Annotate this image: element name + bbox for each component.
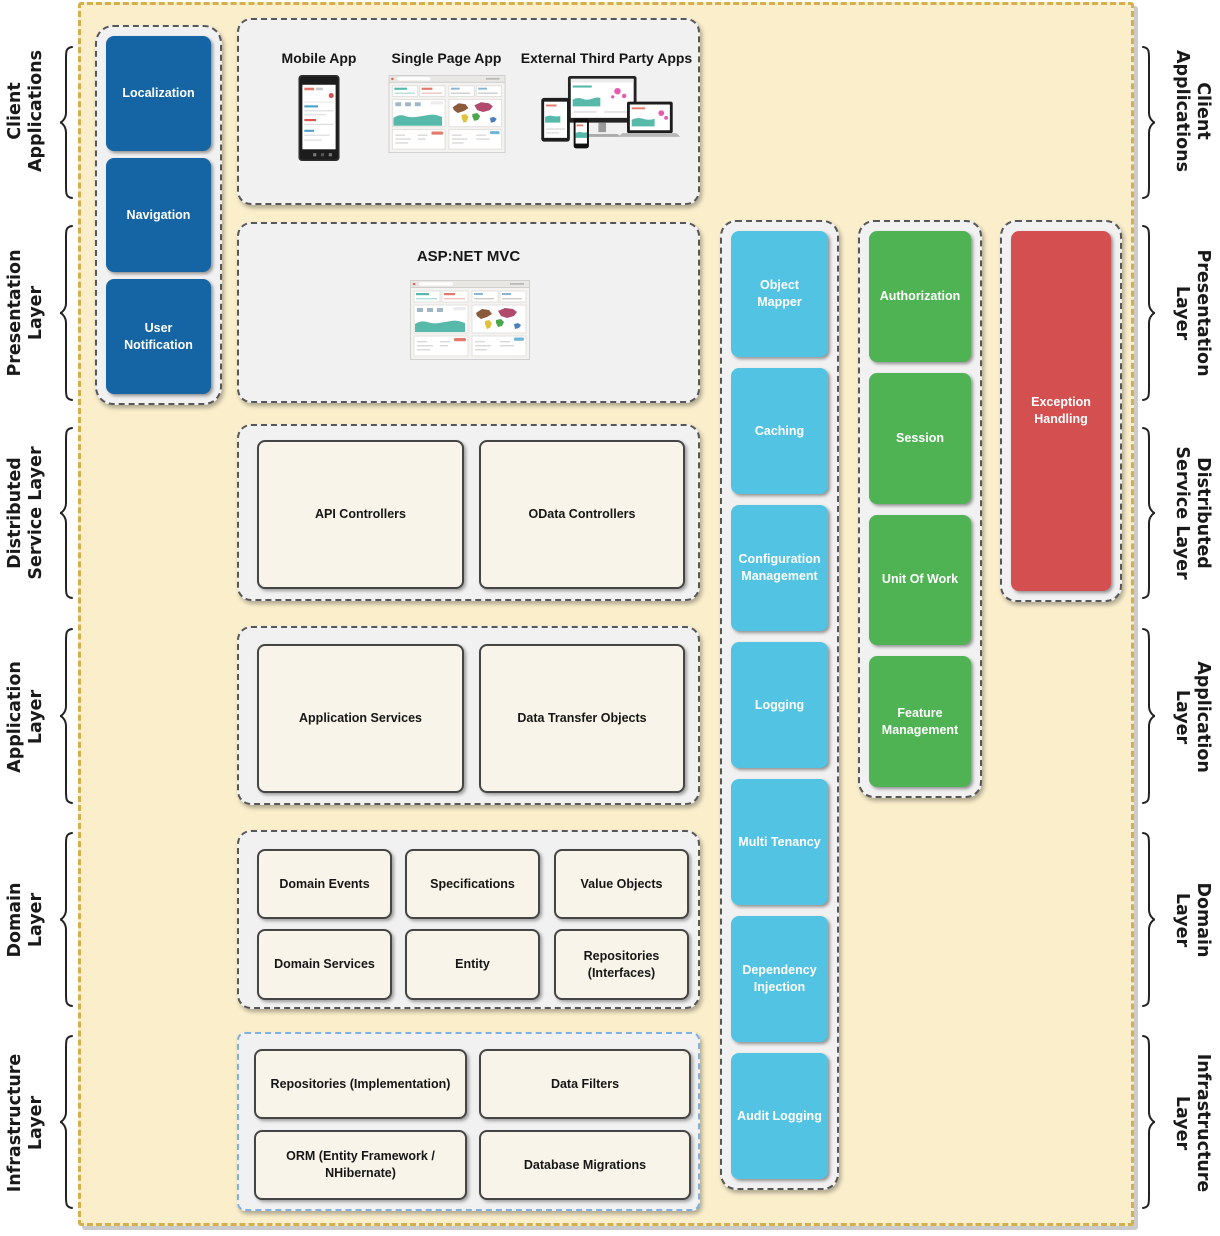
cross-box-configuration-management: Configuration Management: [731, 505, 828, 631]
mobile-app-image: [298, 75, 340, 161]
section-infrastructure: Repositories (Implementation) Data Filte…: [237, 1032, 700, 1211]
aspnet-mvc-image: [410, 280, 530, 360]
box-value-objects: Value Objects: [554, 849, 689, 919]
aspect-box-unit-of-work: Unit Of Work: [869, 514, 971, 646]
right-label-distributed-service-layer: Distributed Service Layer: [1171, 446, 1213, 580]
left-brace-application-layer: [59, 628, 73, 804]
cross-box-dependency-injection: Dependency Injection: [731, 916, 828, 1042]
left-label-client-applications: Client Applications: [5, 49, 47, 173]
right-label-application-layer: Application Layer: [1171, 661, 1213, 773]
left-brace-domain-layer: [59, 832, 73, 1007]
feature-box-user-notification: User Notification: [106, 279, 211, 395]
external-apps-caption: External Third Party Apps: [520, 50, 693, 66]
aspnet-mvc-figure: [410, 280, 530, 365]
cross-cutting-column-panel: Object Mapper Caching Configuration Mana…: [720, 220, 839, 1190]
right-brace-client-applications: [1142, 46, 1156, 199]
box-entity: Entity: [405, 929, 540, 1000]
mobile-app-figure: Mobile App: [259, 50, 379, 161]
external-apps-figure: External Third Party Apps: [520, 50, 693, 155]
cross-box-logging: Logging: [731, 642, 828, 768]
box-database-migrations: Database Migrations: [479, 1130, 691, 1200]
section-presentation: ASP:NET MVC: [237, 222, 700, 403]
box-specifications: Specifications: [405, 849, 540, 919]
cross-box-audit-logging: Audit Logging: [731, 1053, 828, 1179]
section-client-applications: Mobile App: [237, 18, 700, 205]
aspects-column-panel: Authorization Session Unit Of Work Featu…: [858, 220, 982, 798]
right-brace-infrastructure-layer: [1142, 1035, 1156, 1209]
right-label-client-applications: Client Applications: [1171, 49, 1213, 173]
box-exception-handling: Exception Handling: [1011, 231, 1111, 591]
cross-box-multi-tenancy: Multi Tenancy: [731, 779, 828, 905]
right-brace-application-layer: [1142, 628, 1156, 804]
single-page-app-caption: Single Page App: [391, 50, 502, 66]
right-brace-presentation-layer: [1142, 225, 1156, 401]
left-label-application-layer: Application Layer: [5, 661, 47, 773]
left-label-distributed-service-layer: Distributed Service Layer: [5, 446, 47, 580]
right-brace-domain-layer: [1142, 832, 1156, 1007]
left-brace-distributed-service-layer: [59, 427, 73, 599]
section-distributed-service: API Controllers OData Controllers: [237, 424, 700, 601]
cross-box-caching: Caching: [731, 368, 828, 494]
exception-column-panel: Exception Handling: [1000, 220, 1122, 602]
box-orm: ORM (Entity Framework / NHibernate): [254, 1130, 467, 1200]
left-brace-client-applications: [59, 46, 73, 199]
aspect-box-session: Session: [869, 372, 971, 504]
box-application-services: Application Services: [257, 644, 464, 793]
feature-column-panel: Localization Navigation User Notificatio…: [95, 25, 222, 405]
right-label-domain-layer: Domain Layer: [1171, 882, 1213, 958]
section-application: Application Services Data Transfer Objec…: [237, 626, 700, 805]
external-apps-image: [540, 75, 680, 149]
box-api-controllers: API Controllers: [257, 440, 464, 589]
box-odata-controllers: OData Controllers: [479, 440, 685, 589]
right-brace-distributed-service-layer: [1142, 427, 1156, 599]
box-domain-services: Domain Services: [257, 929, 392, 1000]
aspect-box-feature-management: Feature Management: [869, 656, 971, 787]
cross-box-object-mapper: Object Mapper: [731, 231, 828, 357]
box-data-transfer-objects: Data Transfer Objects: [479, 644, 685, 793]
left-brace-presentation-layer: [59, 225, 73, 401]
box-data-filters: Data Filters: [479, 1049, 691, 1119]
box-domain-events: Domain Events: [257, 849, 392, 919]
mobile-app-caption: Mobile App: [281, 50, 357, 66]
left-label-infrastructure-layer: Infrastructure Layer: [5, 1053, 47, 1193]
feature-box-localization: Localization: [106, 36, 211, 151]
single-page-app-image: [388, 75, 505, 153]
section-domain: Domain Events Specifications Value Objec…: [237, 830, 700, 1009]
right-label-presentation-layer: Presentation Layer: [1171, 249, 1213, 377]
presentation-title: ASP:NET MVC: [416, 248, 521, 265]
box-repositories-implementation: Repositories (Implementation): [254, 1049, 467, 1119]
feature-box-navigation: Navigation: [106, 157, 211, 273]
left-label-domain-layer: Domain Layer: [5, 882, 47, 958]
single-page-app-figure: Single Page App: [384, 50, 509, 153]
left-label-presentation-layer: Presentation Layer: [5, 249, 47, 377]
right-label-infrastructure-layer: Infrastructure Layer: [1171, 1053, 1213, 1193]
aspect-box-authorization: Authorization: [869, 231, 971, 362]
box-repositories-interfaces: Repositories (Interfaces): [554, 929, 689, 1000]
left-brace-infrastructure-layer: [59, 1035, 73, 1209]
